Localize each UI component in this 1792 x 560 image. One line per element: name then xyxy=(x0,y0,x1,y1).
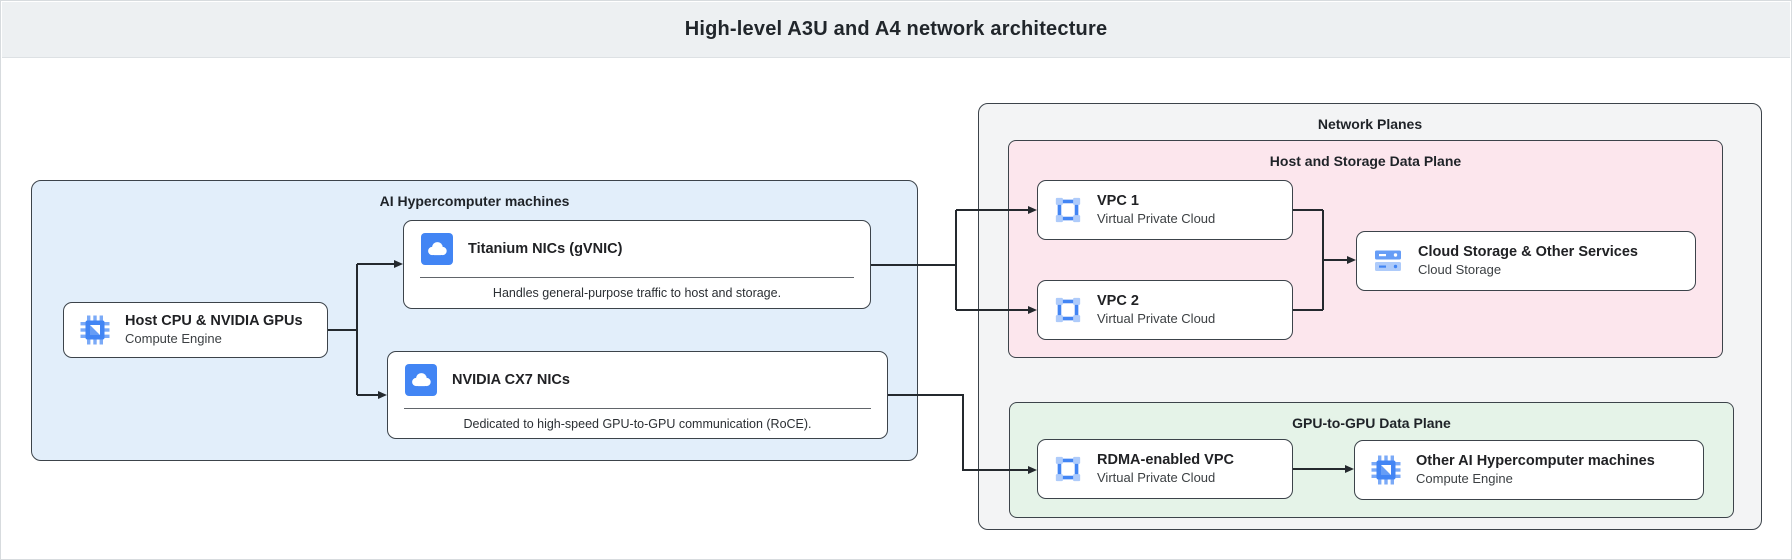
node-caption: Handles general-purpose traffic to host … xyxy=(492,286,782,300)
group-label: Network Planes xyxy=(1317,116,1423,132)
node-vpc-2: VPC 2 Virtual Private Cloud xyxy=(1037,280,1293,340)
header-bar: High-level A3U and A4 network architectu… xyxy=(2,2,1790,58)
group-label: GPU-to-GPU Data Plane xyxy=(1292,415,1451,431)
node-title: VPC 1 xyxy=(1097,193,1139,210)
node-subtitle: Compute Engine xyxy=(125,330,222,346)
node-title: Titanium NICs (gVNIC) xyxy=(468,240,623,257)
cloud-storage-icon xyxy=(1375,250,1401,271)
node-titanium-nics: Titanium NICs (gVNIC) Handles general-pu… xyxy=(403,220,871,309)
node-rdma-enabled-vpc: RDMA-enabled VPC Virtual Private Cloud xyxy=(1037,439,1293,499)
divider xyxy=(404,408,871,409)
node-vpc-1: VPC 1 Virtual Private Cloud xyxy=(1037,180,1293,240)
compute-engine-icon xyxy=(80,315,110,345)
node-caption: Dedicated to high-speed GPU-to-GPU commu… xyxy=(463,416,812,431)
node-title: Cloud Storage & Other Services xyxy=(1418,244,1638,261)
node-subtitle: Virtual Private Cloud xyxy=(1097,310,1216,326)
node-subtitle: Virtual Private Cloud xyxy=(1097,469,1216,485)
node-subtitle: Cloud Storage xyxy=(1418,261,1502,277)
compute-engine-icon xyxy=(1371,455,1401,485)
node-subtitle: Compute Engine xyxy=(1416,470,1513,486)
cloud-icon xyxy=(405,364,437,396)
vpc-icon xyxy=(1055,197,1081,223)
node-other-ai-machines: Other AI Hypercomputer machines Compute … xyxy=(1354,440,1704,500)
node-title: Other AI Hypercomputer machines xyxy=(1416,453,1655,470)
node-title: NVIDIA CX7 NICs xyxy=(452,371,570,388)
vpc-icon xyxy=(1055,297,1081,323)
group-label: AI Hypercomputer machines xyxy=(379,193,570,209)
node-title: RDMA-enabled VPC xyxy=(1097,452,1234,469)
node-host-cpu: Host CPU & NVIDIA GPUs Compute Engine xyxy=(63,302,328,358)
node-cloud-storage: Cloud Storage & Other Services Cloud Sto… xyxy=(1356,231,1696,291)
vpc-icon xyxy=(1055,456,1081,482)
cloud-icon xyxy=(421,233,453,265)
node-nvidia-cx7-nics: NVIDIA CX7 NICs Dedicated to high-speed … xyxy=(387,351,888,439)
node-title: Host CPU & NVIDIA GPUs xyxy=(125,313,303,330)
node-title: VPC 2 xyxy=(1097,293,1139,310)
node-subtitle: Virtual Private Cloud xyxy=(1097,210,1216,226)
group-label: Host and Storage Data Plane xyxy=(1269,153,1462,169)
divider xyxy=(420,277,854,278)
page-title: High-level A3U and A4 network architectu… xyxy=(684,18,1108,40)
